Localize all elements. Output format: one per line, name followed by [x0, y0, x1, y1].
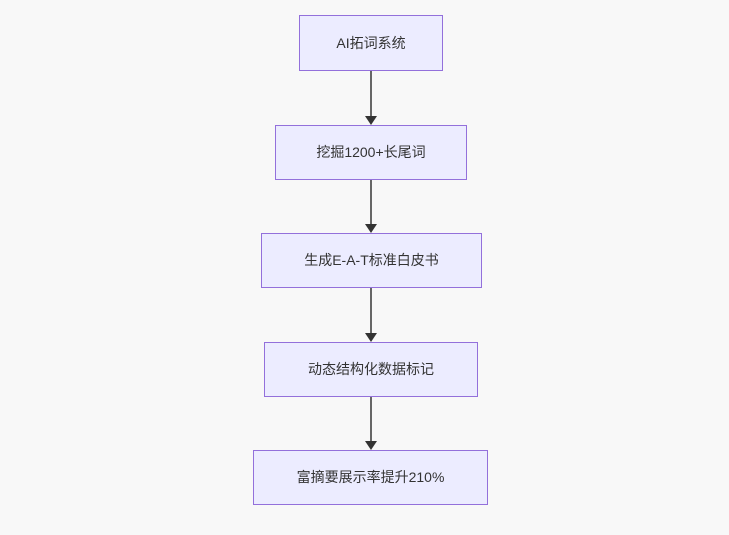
flow-arrow [364, 397, 378, 450]
flow-arrow [364, 71, 378, 125]
flow-node-label: 挖掘1200+长尾词 [316, 144, 426, 161]
arrow-line [370, 71, 372, 116]
arrowhead-down-icon [365, 224, 377, 233]
arrow-line [370, 180, 372, 224]
flow-node-ai-word-expansion: AI拓词系统 [299, 15, 443, 71]
flow-node-rich-snippet-rate: 富摘要展示率提升210% [253, 450, 488, 505]
flow-node-eat-whitepaper: 生成E-A-T标准白皮书 [261, 233, 482, 288]
arrow-line [370, 397, 372, 441]
flow-arrow [364, 180, 378, 233]
arrowhead-down-icon [365, 116, 377, 125]
arrow-line [370, 288, 372, 333]
flow-arrow [364, 288, 378, 342]
flow-node-label: 动态结构化数据标记 [308, 361, 434, 378]
flow-node-structured-data-markup: 动态结构化数据标记 [264, 342, 478, 397]
flow-node-label: AI拓词系统 [336, 34, 406, 51]
flow-node-label: 富摘要展示率提升210% [296, 469, 445, 486]
arrowhead-down-icon [365, 333, 377, 342]
arrowhead-down-icon [365, 441, 377, 450]
flow-node-label: 生成E-A-T标准白皮书 [304, 252, 439, 269]
flow-node-longtail-keywords: 挖掘1200+长尾词 [275, 125, 467, 180]
